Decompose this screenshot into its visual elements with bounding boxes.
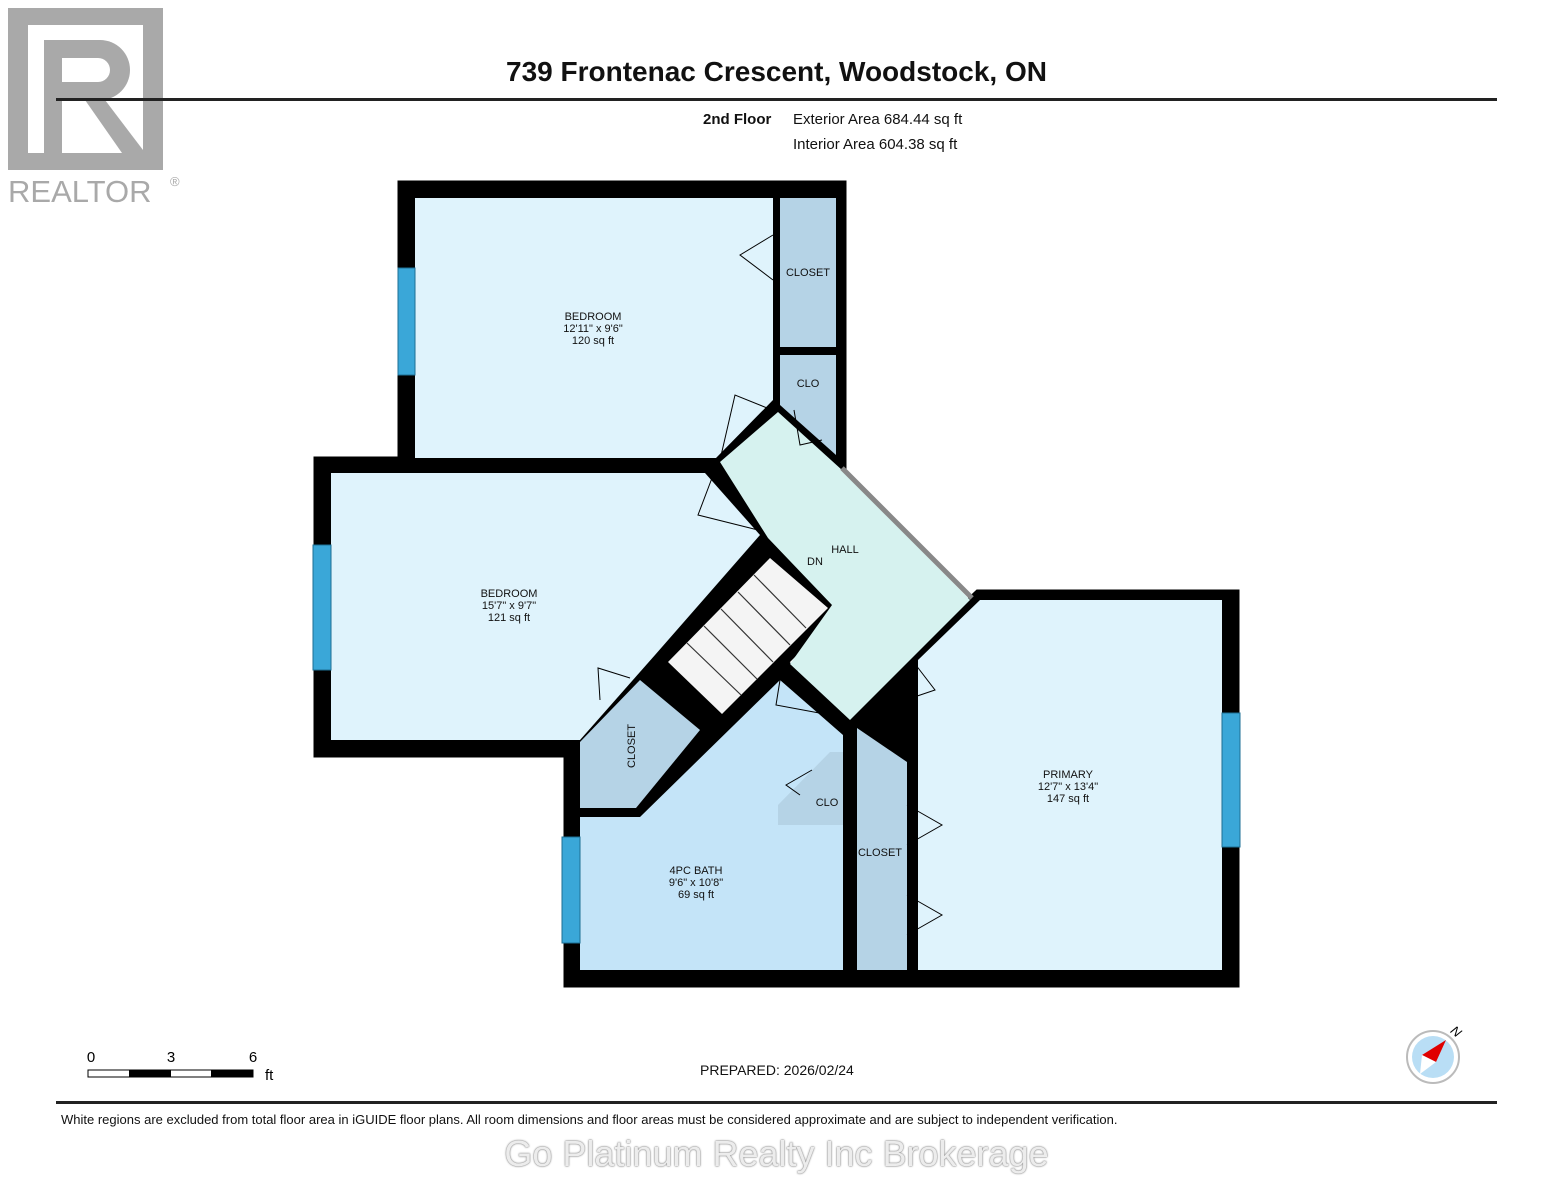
- floor-label: 2nd Floor: [703, 111, 772, 128]
- room-area: 121 sq ft: [488, 612, 530, 624]
- closet-primary: [857, 728, 907, 970]
- window: [397, 267, 416, 376]
- room-dims: 12'7" x 13'4": [1038, 781, 1098, 793]
- room-bedroom-2: [331, 473, 760, 740]
- prepared-date: PREPARED: 2026/02/24: [700, 1062, 854, 1078]
- closet-label: CLOSET: [858, 847, 902, 859]
- clo-bedroom-1: [780, 355, 836, 455]
- disclaimer: White regions are excluded from total fl…: [61, 1112, 1118, 1127]
- room-dims: 12'11" x 9'6": [563, 323, 623, 335]
- room-name: BEDROOM: [481, 588, 538, 600]
- room-bedroom-1: [415, 198, 773, 458]
- footer-divider: [56, 1101, 1497, 1104]
- door-swing: [739, 234, 774, 281]
- door-swing: [697, 477, 759, 531]
- clo-bath: [778, 752, 843, 825]
- room-hall: [720, 412, 970, 720]
- window: [312, 544, 332, 671]
- clo-label: CLO: [816, 797, 839, 809]
- hall-railing: [840, 466, 974, 600]
- door-swing: [775, 679, 831, 716]
- stair-treads: [686, 574, 807, 696]
- door-swing: [906, 894, 944, 936]
- room-name: 4PC BATH: [670, 865, 723, 877]
- room-primary: [918, 600, 1222, 970]
- realtor-registered-mark: ®: [170, 174, 180, 189]
- scale-bar: 0 3 6 ft: [87, 1049, 274, 1084]
- room-dims: 15'7" x 9'7": [482, 600, 536, 612]
- brokerage-watermark: Go Platinum Realty Inc Brokerage: [504, 1133, 1049, 1174]
- room-bath: [580, 680, 843, 970]
- door-swing: [793, 409, 823, 446]
- room-area: 69 sq ft: [678, 889, 714, 901]
- door-swing: [869, 659, 936, 713]
- floor-plan: BEDROOM 12'11" x 9'6" 120 sq ft BEDROOM …: [87, 180, 1465, 1084]
- stairs-down-label: DN: [807, 556, 823, 568]
- door-swing: [719, 394, 773, 461]
- window: [561, 836, 581, 944]
- realtor-logo-text: REALTOR: [8, 174, 152, 209]
- interior-area: Interior Area 604.38 sq ft: [793, 136, 958, 153]
- closet-bedroom-1: [780, 198, 836, 347]
- clo-label: CLO: [797, 378, 820, 390]
- page-title: 739 Frontenac Crescent, Woodstock, ON: [506, 56, 1047, 87]
- door-swing: [906, 804, 944, 846]
- compass-icon: N: [1406, 1023, 1465, 1084]
- closet-label: CLOSET: [626, 724, 638, 768]
- room-name: BEDROOM: [565, 311, 622, 323]
- closet-label: CLOSET: [786, 267, 830, 279]
- exterior-area: Exterior Area 684.44 sq ft: [793, 111, 963, 128]
- room-dims: 9'6" x 10'8": [669, 877, 723, 889]
- door-swing: [597, 667, 631, 701]
- room-name: PRIMARY: [1043, 769, 1094, 781]
- hall-label: HALL: [831, 544, 859, 556]
- scale-unit: ft: [265, 1067, 274, 1084]
- window: [1221, 712, 1241, 848]
- closet-bedroom-2: [580, 680, 700, 808]
- room-area: 120 sq ft: [572, 335, 614, 347]
- header-divider: [56, 98, 1497, 101]
- scale-tick: 6: [249, 1049, 257, 1066]
- room-area: 147 sq ft: [1047, 793, 1089, 805]
- door-swing: [785, 769, 813, 796]
- realtor-logo: REALTOR ®: [8, 8, 180, 209]
- scale-tick: 3: [167, 1049, 175, 1066]
- scale-tick: 0: [87, 1049, 95, 1066]
